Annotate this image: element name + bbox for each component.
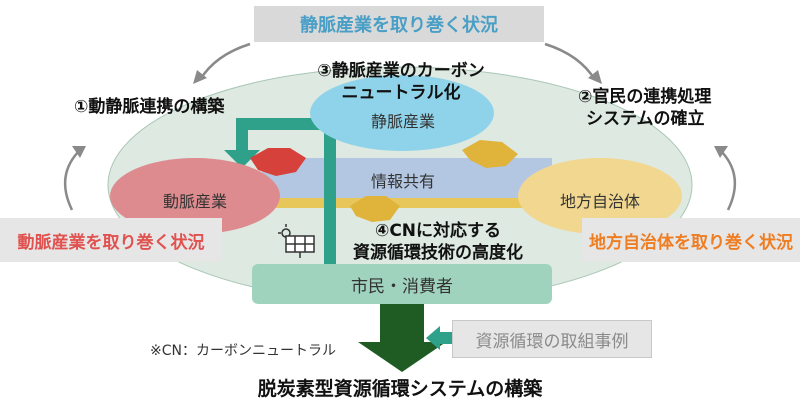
venous-node (310, 75, 494, 151)
label-item3: ③静脈産業のカーボン ニュートラル化 (306, 60, 496, 104)
solar-panel-icon (278, 224, 315, 258)
footer-title: 脱炭素型資源循環システムの構築 (257, 378, 543, 400)
case-input-arrow (426, 326, 454, 350)
venous-status-box: 静脈産業を取り巻く状況 (254, 6, 544, 42)
output-arrow (358, 304, 446, 372)
arterial-status-box: 動脈産業を取り巻く状況 (0, 218, 222, 262)
local-gov-node (518, 158, 682, 234)
label-item2-line2: システムの確立 (586, 109, 705, 129)
label-item2-line1: ②官民の連携処理 (578, 87, 712, 107)
arterial-node-label: 動脈産業 (162, 192, 227, 211)
info-share-label: 情報共有 (370, 172, 435, 191)
label-item3-line2: ニュートラル化 (341, 83, 461, 103)
label-item4-line2: 資源循環技術の高度化 (353, 243, 523, 263)
handshake-icon (250, 140, 518, 222)
label-item1: ①動静脈連携の構築 (74, 97, 225, 117)
label-item2: ②官民の連携処理 システムの確立 (578, 86, 711, 130)
label-item3-line1: ③静脈産業のカーボン (317, 61, 485, 81)
local-gov-status-box: 地方自治体を取り巻く状況 (582, 218, 800, 262)
label-item4: ④CNに対応する 資源循環技術の高度化 (338, 220, 538, 264)
case-examples-box: 資源循環の取組事例 (452, 320, 652, 358)
label-item4-line1: ④CNに対応する (374, 221, 502, 241)
cn-footnote: ※CN：カーボンニュートラル (150, 343, 336, 359)
teal-flow-arrow (224, 118, 336, 268)
arterial-node (110, 158, 280, 234)
local-gov-node-label: 地方自治体 (559, 192, 640, 211)
venous-node-label: 静脈産業 (370, 112, 435, 131)
citizens-bar: 市民・消費者 (252, 264, 552, 304)
